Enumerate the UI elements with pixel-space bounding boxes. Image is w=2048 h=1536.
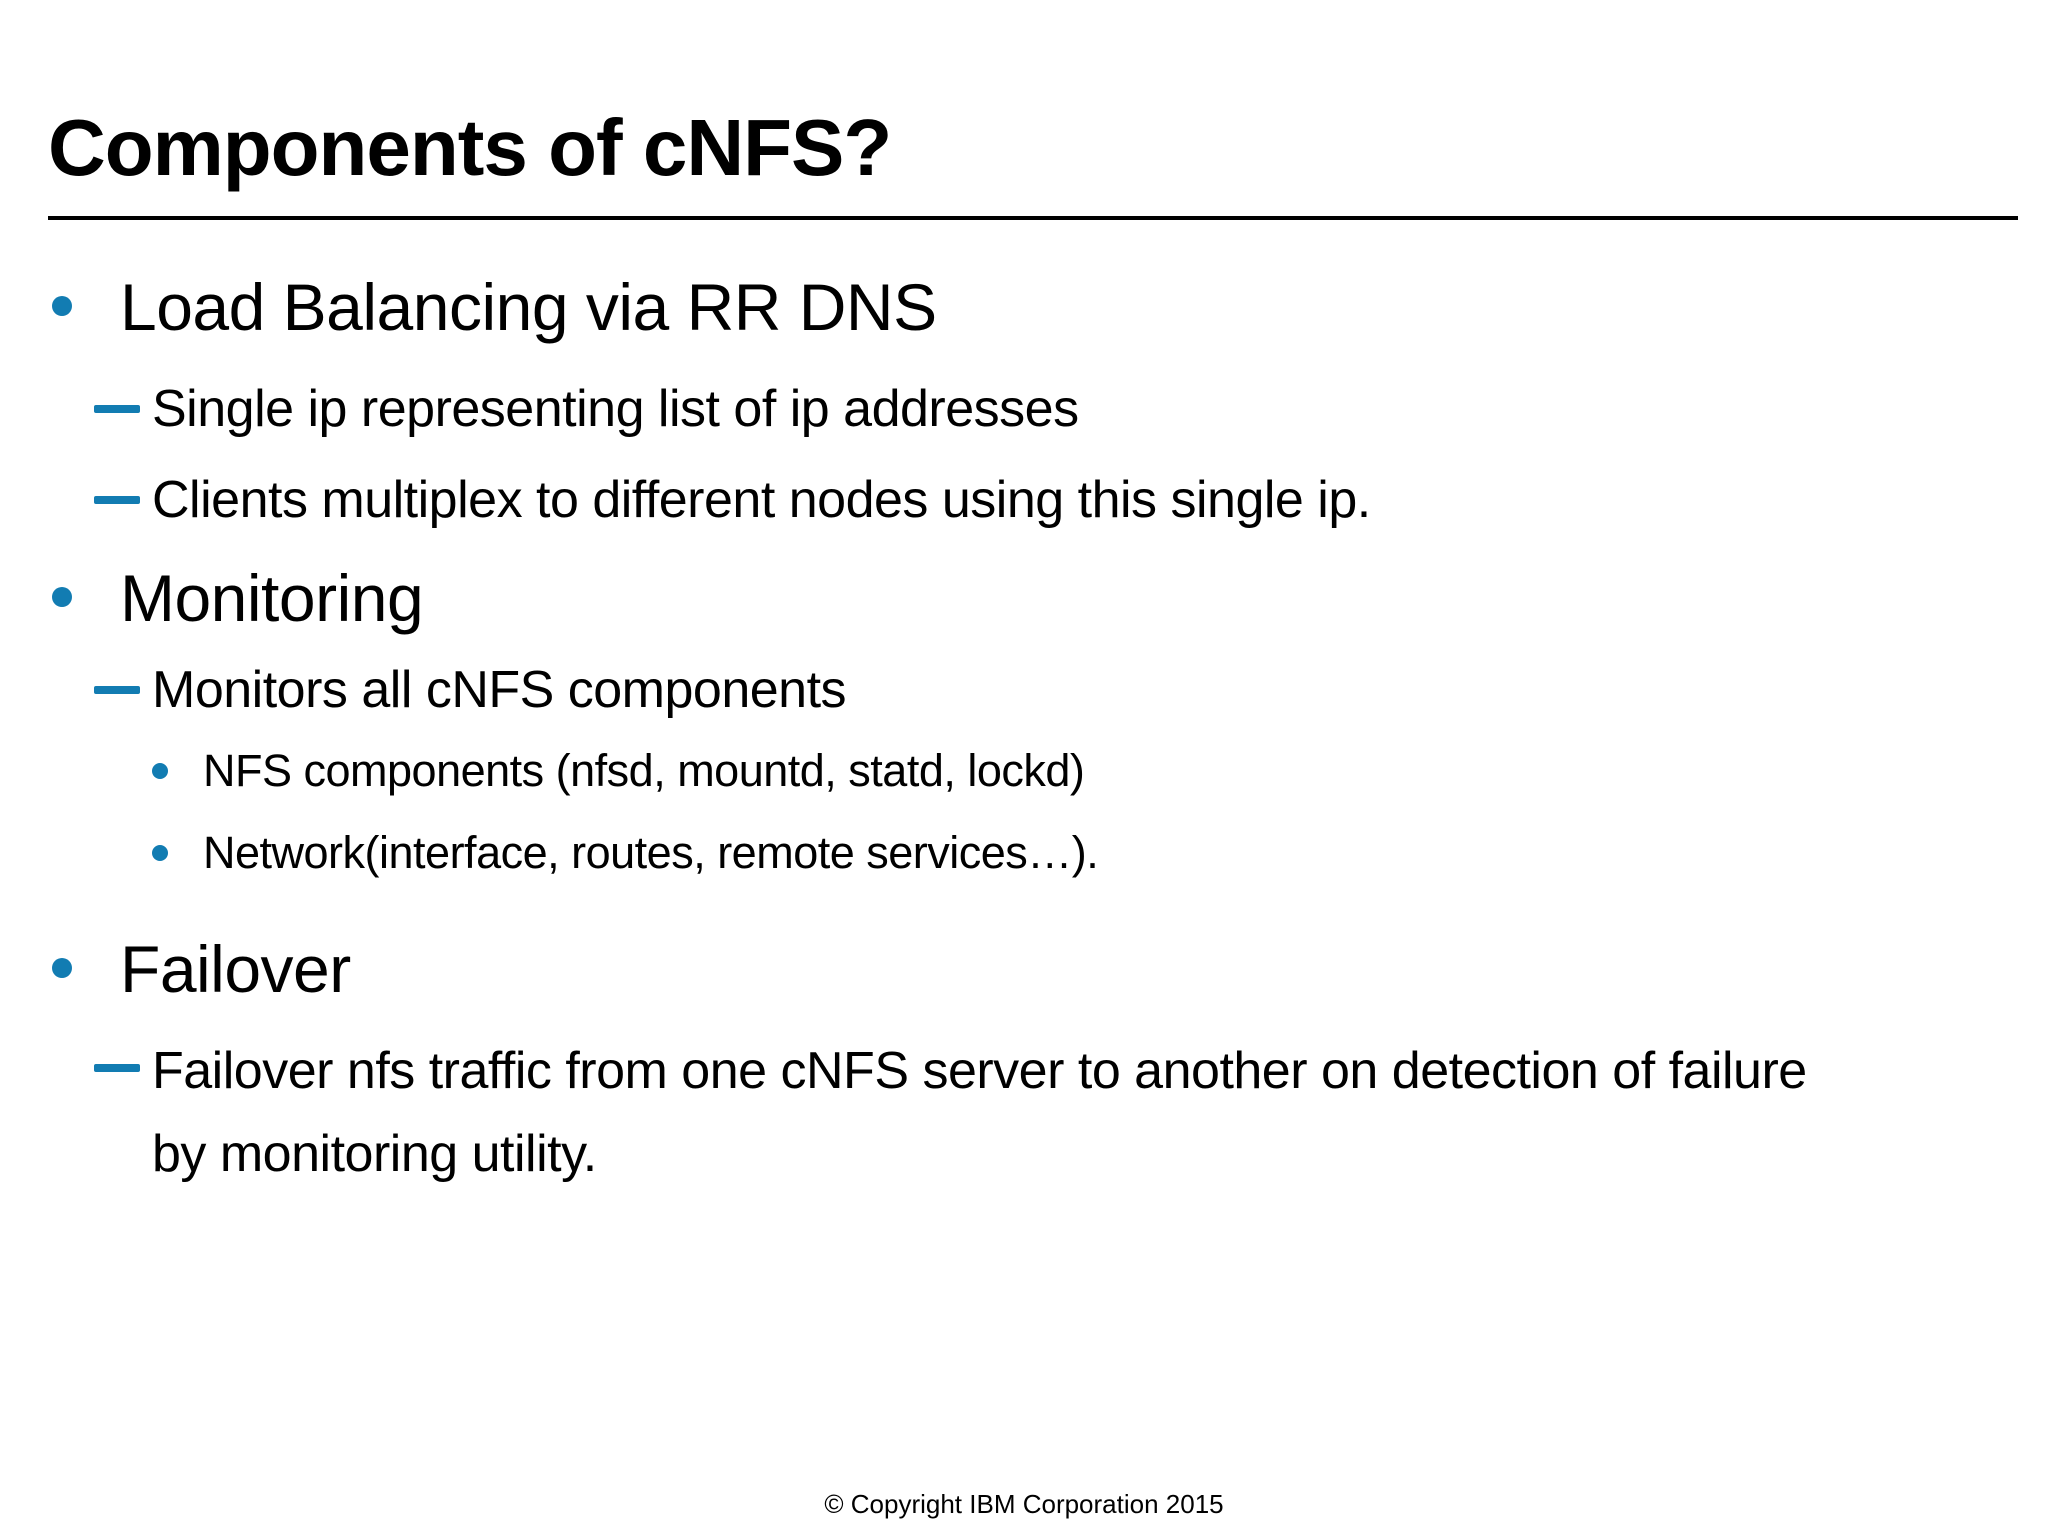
dash-icon [94,495,140,504]
bullet-item-nfs-components: NFS components (nfsd, mountd, statd, loc… [48,744,2018,798]
bullet-item-monitoring: Monitoring [48,559,2018,638]
dash-icon [94,405,140,414]
page-title: Components of cNFS? [48,103,892,192]
bullet-text: Failover [120,931,351,1006]
bullet-dot-icon [152,844,168,861]
bullet-item-clients-multiplex: Clients multiplex to different nodes usi… [48,469,2018,531]
bullet-text: Monitoring [120,560,424,635]
bullet-text: Clients multiplex to different nodes usi… [152,470,1371,529]
title-underline [48,216,2018,220]
bullet-item-failover-detail: Failover nfs traffic from one cNFS serve… [48,1030,2018,1196]
bullet-item-network: Network(interface, routes, remote servic… [48,826,2018,880]
bullet-dot-icon [152,762,168,779]
bullet-text: NFS components (nfsd, mountd, statd, loc… [203,744,1085,796]
bullet-text: Single ip representing list of ip addres… [152,380,1079,439]
bullet-text: Load Balancing via RR DNS [120,270,937,344]
bullet-item-failover: Failover [48,930,2018,1009]
bullet-dot-icon [52,586,72,607]
bullet-list: Load Balancing via RR DNS Single ip repr… [48,268,2018,1196]
bullet-dot-icon [52,296,72,316]
bullet-item-load-balancing: Load Balancing via RR DNS [48,268,2018,347]
bullet-dot-icon [52,957,72,978]
bullet-item-monitors-all: Monitors all cNFS components [48,659,2018,721]
bullet-text: Monitors all cNFS components [152,661,847,720]
copyright-footer: © Copyright IBM Corporation 2015 [824,1489,1224,1519]
bullet-item-single-ip: Single ip representing list of ip addres… [48,378,2018,440]
dash-icon [94,686,140,695]
bullet-text: Network(interface, routes, remote servic… [203,826,1099,878]
bullet-text: Failover nfs traffic from one cNFS serve… [152,1041,1807,1183]
dash-icon [94,1063,140,1072]
